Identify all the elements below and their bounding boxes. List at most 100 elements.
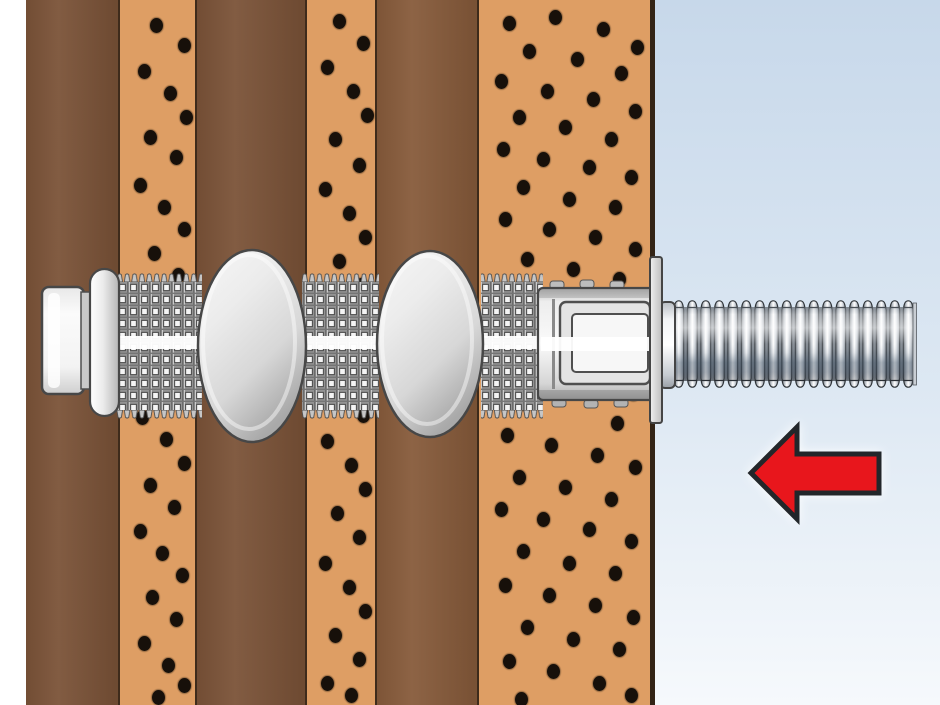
speckle-dot	[495, 74, 508, 89]
speckle-dot	[148, 246, 161, 261]
speckle-dot	[583, 522, 596, 537]
speckle-dot	[359, 604, 372, 619]
speckle-dot	[609, 566, 622, 581]
speckle-dot	[609, 200, 622, 215]
speckle-dot	[168, 500, 181, 515]
speckle-dot	[345, 458, 358, 473]
expansion-knot-in-cavity-2	[375, 249, 485, 439]
speckle-dot	[591, 448, 604, 463]
expansion-knot-in-cavity-1	[196, 248, 308, 444]
speckle-dot	[501, 428, 514, 443]
speckle-dot	[357, 36, 370, 51]
speckle-dot	[180, 110, 193, 125]
speckle-dot	[545, 438, 558, 453]
speckle-dot	[134, 178, 147, 193]
speckle-dot	[629, 242, 642, 257]
speckle-dot	[160, 432, 173, 447]
speckle-dot	[144, 478, 157, 493]
speckle-dot	[583, 160, 596, 175]
speckle-dot	[359, 482, 372, 497]
speckle-dot	[178, 678, 191, 693]
speckle-dot	[178, 38, 191, 53]
speckle-dot	[497, 142, 510, 157]
speckle-dot	[178, 456, 191, 471]
speckle-dot	[495, 502, 508, 517]
collar-dome	[88, 267, 121, 418]
speckle-dot	[347, 84, 360, 99]
speckle-dot	[156, 546, 169, 561]
speckle-dot	[567, 632, 580, 647]
speckle-dot	[499, 212, 512, 227]
speckle-dot	[589, 598, 602, 613]
left-margin	[0, 0, 26, 705]
speckle-dot	[515, 692, 528, 705]
speckle-dot	[146, 590, 159, 605]
speckle-dot	[178, 222, 191, 237]
speckle-dot	[597, 22, 610, 37]
speckle-dot	[331, 506, 344, 521]
knurled-mesh-sleeve	[116, 273, 543, 419]
speckle-dot	[629, 460, 642, 475]
speckle-dot	[321, 676, 334, 691]
speckle-dot	[517, 180, 530, 195]
speckle-dot	[625, 688, 638, 703]
arrow-shape	[747, 420, 882, 526]
speckle-dot	[134, 524, 147, 539]
speckle-dot	[138, 64, 151, 79]
speckle-dot	[158, 200, 171, 215]
speckle-dot	[587, 92, 600, 107]
speckle-dot	[353, 158, 366, 173]
speckle-dot	[343, 580, 356, 595]
speckle-dot	[333, 14, 346, 29]
speckle-dot	[541, 84, 554, 99]
speckle-dot	[521, 620, 534, 635]
slotted-expansion-sleeve	[536, 279, 656, 409]
speckle-dot	[152, 690, 165, 705]
speckle-dot	[625, 170, 638, 185]
speckle-dot	[563, 192, 576, 207]
speckle-dot	[144, 130, 157, 145]
speckle-dot	[625, 534, 638, 549]
speckle-dot	[629, 104, 642, 119]
speckle-dot	[563, 556, 576, 571]
speckle-dot	[523, 44, 536, 59]
speckle-dot	[549, 10, 562, 25]
speckle-dot	[513, 470, 526, 485]
speckle-dot	[615, 66, 628, 81]
speckle-dot	[631, 40, 644, 55]
speckle-dot	[170, 612, 183, 627]
speckle-dot	[138, 636, 151, 651]
end-cap	[40, 285, 93, 396]
speckle-dot	[164, 86, 177, 101]
speckle-dot	[329, 628, 342, 643]
speckle-dot	[345, 688, 358, 703]
speckle-dot	[176, 568, 189, 583]
speckle-dot	[333, 254, 346, 269]
speckle-dot	[593, 676, 606, 691]
speckle-dot	[543, 588, 556, 603]
speckle-dot	[321, 434, 334, 449]
speckle-dot	[150, 18, 163, 33]
speckle-dot	[517, 544, 530, 559]
speckle-dot	[605, 492, 618, 507]
speckle-dot	[353, 530, 366, 545]
speckle-dot	[547, 664, 560, 679]
speckle-dot	[513, 110, 526, 125]
speckle-dot	[343, 206, 356, 221]
speckle-dot	[359, 230, 372, 245]
speckle-dot	[521, 252, 534, 267]
speckle-dot	[605, 132, 618, 147]
speckle-dot	[329, 132, 342, 147]
speckle-dot	[611, 416, 624, 431]
speckle-dot	[567, 262, 580, 277]
speckle-dot	[170, 150, 183, 165]
threaded-rod	[672, 300, 917, 388]
surface-flange	[649, 256, 663, 424]
speckle-dot	[503, 16, 516, 31]
speckle-dot	[543, 222, 556, 237]
speckle-dot	[321, 60, 334, 75]
speckle-dot	[627, 610, 640, 625]
speckle-dot	[559, 120, 572, 135]
speckle-dot	[361, 108, 374, 123]
